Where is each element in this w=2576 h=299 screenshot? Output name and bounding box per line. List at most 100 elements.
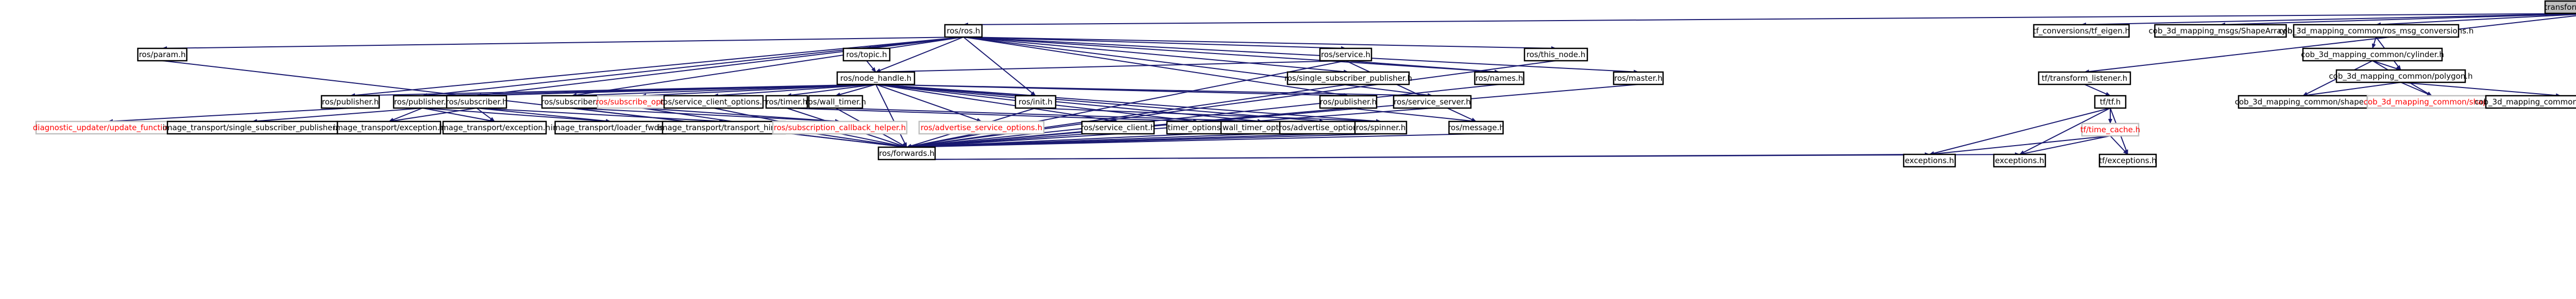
node-ros-publisher-l[interactable]: ros/publisher.h — [320, 95, 380, 109]
edge — [2220, 13, 2576, 27]
node-adv-opts[interactable]: ros/advertise_options.h — [1279, 120, 1369, 135]
edge — [875, 84, 982, 122]
node-box — [446, 95, 507, 109]
node-ros-node-handle[interactable]: ros/node_handle.h — [836, 71, 916, 85]
node-ros-master[interactable]: ros/master.h — [1613, 71, 1664, 85]
node-box — [336, 120, 442, 135]
node-root[interactable]: transform_shape_array.cpp — [2544, 0, 2576, 14]
node-ros-subscriber[interactable]: ros/subscriber.h — [541, 95, 603, 109]
edge — [1348, 108, 1477, 124]
node-ros-topic[interactable]: ros/topic.h — [842, 47, 891, 62]
edge — [875, 84, 907, 148]
node-it-exception-b[interactable]: image_transport/exception.h — [439, 120, 550, 135]
edge — [906, 133, 1118, 149]
node-it-single-sub-pub[interactable]: image_transport/single_subscriber_publis… — [163, 120, 343, 135]
node-tf-exceptions[interactable]: tf/exceptions.h — [2098, 153, 2157, 168]
include-edge — [476, 108, 724, 124]
node-label: ros/publisher.h — [1320, 97, 1377, 107]
node-label: cob_3d_mapping_common/ros_msg_conversion… — [2279, 26, 2474, 36]
node-label: exceptions.h — [1995, 156, 2044, 165]
node-box — [772, 120, 908, 135]
node-time-cache[interactable]: tf/time_cache.h — [2080, 122, 2140, 137]
node-ros-publisher-r[interactable]: ros/publisher.h — [1319, 95, 1378, 109]
node-svc-client[interactable]: ros/service_client.h — [1081, 120, 1156, 135]
include-edge — [866, 60, 876, 73]
node-cylinder[interactable]: cob_3d_mapping_common/cylinder.h — [2301, 47, 2444, 62]
edge — [906, 133, 1477, 149]
node-label: ros/service_client.h — [1081, 123, 1156, 133]
node-tf-listener[interactable]: tf/transform_listener.h — [2038, 71, 2131, 85]
node-exceptions-b[interactable]: exceptions.h — [1993, 153, 2046, 168]
include-edge — [875, 84, 982, 122]
node-ros-this-node[interactable]: ros/this_node.h — [1523, 47, 1588, 62]
edge — [906, 152, 2020, 160]
node-ros-svc-server[interactable]: ros/service_server.h — [1393, 95, 1472, 109]
node-exceptions-a[interactable]: exceptions.h — [1903, 153, 1956, 168]
edge — [2081, 13, 2576, 27]
node-box — [2038, 71, 2131, 85]
include-edge — [875, 84, 1381, 124]
node-sub-cb-helper[interactable]: ros/subscription_callback_helper.h — [772, 120, 908, 135]
include-edge — [2110, 135, 2128, 155]
node-polygon[interactable]: cob_3d_mapping_common/polygon.h — [2329, 69, 2473, 83]
node-box — [663, 95, 764, 109]
node-adv-svc-opts[interactable]: ros/advertise_service_options.h — [918, 120, 1045, 135]
include-edge — [476, 108, 611, 124]
include-edge — [1929, 135, 2111, 156]
node-ros-wall-timer[interactable]: ros/wall_timer.h — [805, 95, 866, 109]
node-it-subscriber[interactable]: ros/subscriber.h — [446, 95, 507, 109]
node-it-exception-a[interactable]: image_transport/exception.h — [333, 120, 445, 135]
node-timer-options[interactable]: timer_options.h — [1166, 120, 1230, 135]
edge — [963, 37, 1349, 74]
node-box — [1081, 120, 1155, 135]
node-box — [1613, 71, 1664, 85]
include-edge — [875, 84, 907, 148]
node-dominant-color[interactable]: cob_3d_mapping_common/dominant_color.h — [2475, 95, 2576, 109]
node-ros-spinner[interactable]: ros/spinner.h — [1354, 120, 1408, 135]
include-edge — [2400, 82, 2432, 96]
node-box — [2293, 24, 2460, 38]
include-edge — [906, 133, 1477, 149]
include-edge — [422, 108, 611, 124]
node-ros-msg-conv[interactable]: cob_3d_mapping_common/ros_msg_conversion… — [2279, 24, 2474, 38]
node-label: tf/exceptions.h — [2099, 156, 2157, 165]
node-tf-tf[interactable]: tf/tf.h — [2094, 95, 2127, 109]
node-it-loader-fwds[interactable]: image_transport/loader_fwds.h — [551, 120, 670, 135]
node-tf-conv[interactable]: tf_conversions/tf_eigen.h — [2033, 24, 2130, 38]
node-box — [1354, 120, 1408, 135]
node-label: ros/names.h — [1476, 74, 1523, 83]
node-ros-service[interactable]: ros/service.h — [1319, 47, 1372, 62]
node-shape-array[interactable]: cob_3d_mapping_msgs/ShapeArray.h — [2149, 24, 2293, 38]
node-svc-client-opts[interactable]: ros/service_client_options.h — [660, 95, 767, 109]
node-box — [2485, 95, 2576, 109]
node-it-transport-hints[interactable]: image_transport/transport_hints.h — [658, 120, 790, 135]
node-ros-message[interactable]: ros/message.h — [1448, 120, 1504, 135]
node-it-publisher[interactable]: ros/publisher.h — [393, 95, 452, 109]
node-ros-init[interactable]: ros/init.h — [1014, 95, 1057, 109]
edge — [963, 37, 1433, 97]
node-ros-timer[interactable]: ros/timer.h — [765, 95, 808, 109]
node-ros-ros[interactable]: ros/ros.h — [944, 24, 983, 38]
node-ros-names[interactable]: ros/names.h — [1474, 71, 1524, 85]
node-ros-param[interactable]: ros/param.h — [137, 47, 188, 62]
node-label: tf/tf.h — [2100, 97, 2121, 107]
node-shape-common[interactable]: cob_3d_mapping_common/shape.h — [2235, 95, 2371, 109]
edge — [875, 84, 1263, 124]
node-label: tf/time_cache.h — [2080, 125, 2140, 135]
edge — [2019, 108, 2111, 155]
node-box — [1474, 71, 1524, 85]
include-edge — [786, 84, 876, 97]
node-ros-forwards[interactable]: ros/forwards.h — [877, 146, 936, 161]
node-shape-missing[interactable]: cob_3d_mapping_common/shape.h — [2364, 95, 2500, 109]
node-box — [1286, 71, 1410, 85]
include-edge — [2302, 82, 2401, 97]
node-single-sub-pub[interactable]: ros/single_subscriber_publisher.h — [1284, 71, 1412, 85]
node-diag-update[interactable]: diagnostic_updater/update_functions.h — [33, 120, 184, 135]
include-edge — [963, 37, 1349, 74]
edge — [963, 13, 2576, 27]
node-label: ros/subscriber.h — [541, 97, 603, 107]
node-box — [1523, 47, 1588, 62]
edge — [906, 84, 1639, 149]
include-edge — [963, 37, 1500, 74]
include-edge — [2400, 82, 2561, 98]
